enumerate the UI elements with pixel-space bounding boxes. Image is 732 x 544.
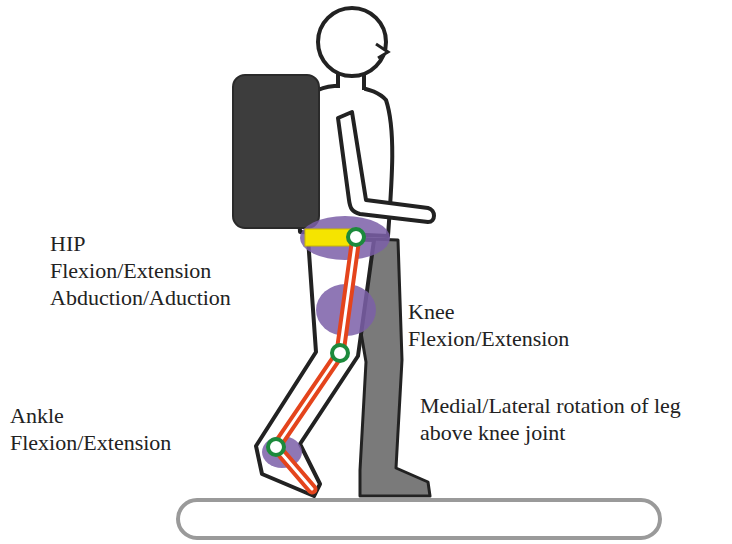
exoskeleton-frame-inner	[276, 237, 356, 489]
head	[318, 8, 386, 76]
joint-label: HIP Flexion/Extension Abduction/Aduction	[50, 230, 250, 311]
treadmill-belt	[178, 500, 660, 538]
backpack	[233, 75, 319, 228]
rotation-label: Medial/Lateral rotation of leg above kne…	[420, 392, 720, 446]
hip-cuff	[300, 216, 390, 260]
arm	[338, 112, 434, 222]
nose	[376, 44, 388, 58]
knee-joint	[332, 345, 348, 361]
joint-label: Knee Flexion/Extension	[408, 298, 598, 352]
near-leg	[256, 238, 374, 496]
joint-label: Ankle Flexion/Extension	[10, 402, 200, 456]
hip-joint	[348, 229, 364, 245]
ankle-joint	[268, 439, 284, 455]
exoskeleton-frame	[276, 237, 356, 489]
